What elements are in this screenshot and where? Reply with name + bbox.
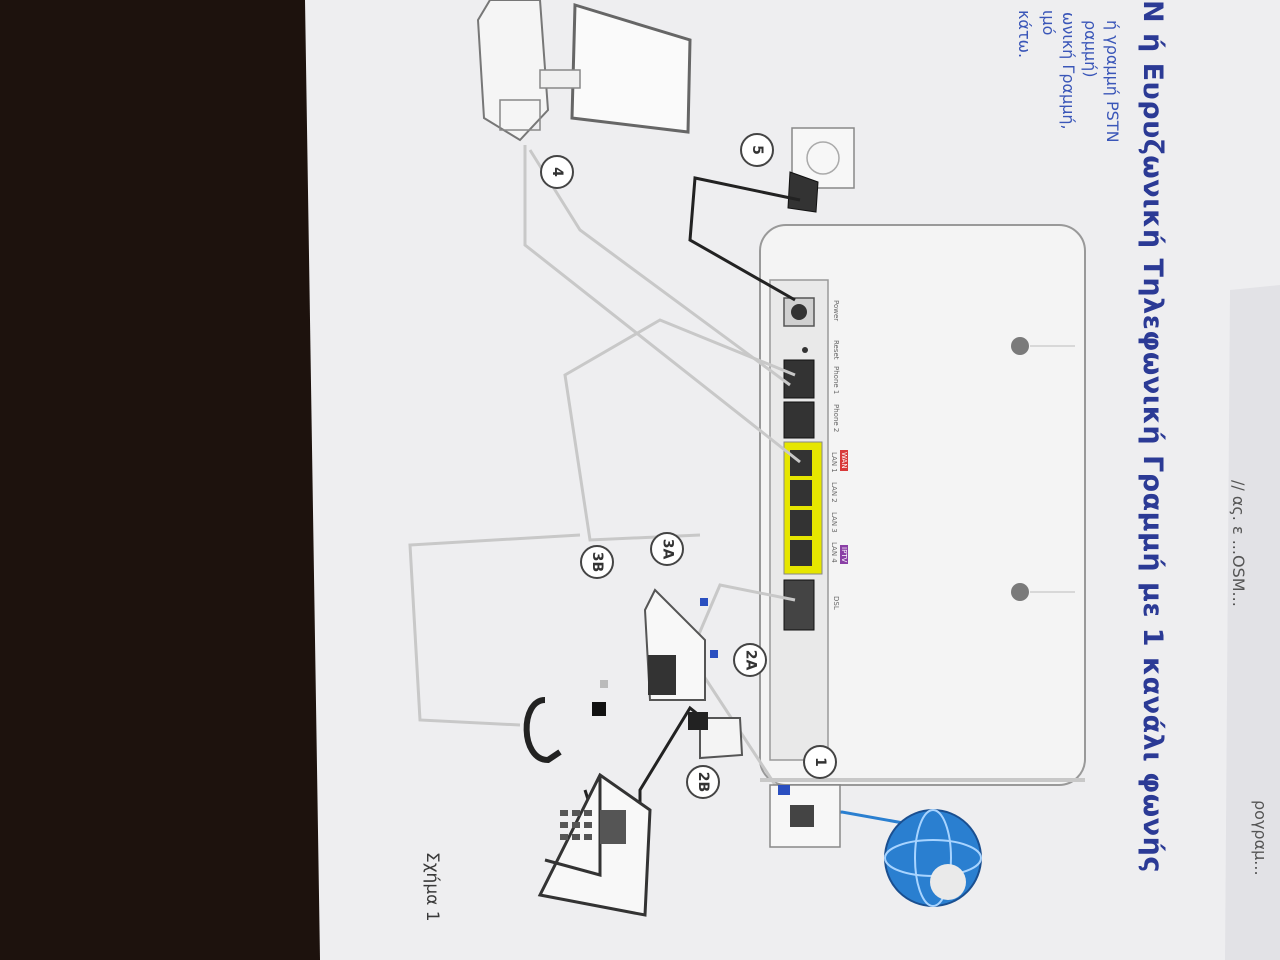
step-2b-marker: 2B	[686, 765, 720, 799]
port-label-wan: WAN	[840, 450, 848, 471]
computer-tower	[476, 0, 550, 142]
page-edge-shadow	[1225, 285, 1280, 960]
telephone	[523, 697, 652, 917]
port-label-lan2: LAN 2	[830, 482, 838, 503]
intro-line-1: ή γραμμή PSTN	[1103, 20, 1122, 143]
port-label-reset: Reset	[832, 340, 840, 360]
port-label-phone1: Phone 1	[832, 366, 840, 395]
router	[759, 224, 1086, 786]
intro-line-3: ωνική Γραμμή,	[1059, 12, 1078, 130]
figure-caption: Σχήμα 1	[422, 852, 442, 922]
page-title: N ή Ευρυζωνική Τηλεφωνική Γραμμή με 1 κα…	[1137, 0, 1168, 873]
port-label-iptv: IPTV	[840, 545, 848, 565]
splitter	[592, 588, 718, 716]
port-label-lan1: LAN 1	[830, 452, 838, 473]
side-note-1: ρογραμ...	[1251, 800, 1270, 876]
intro-line-2: ραμμή)	[1081, 20, 1100, 78]
port-label-lan3: LAN 3	[830, 512, 838, 533]
side-note-2: // ας. ε ...ΟSΜ...	[1229, 480, 1248, 607]
step-3b-marker: 3B	[580, 545, 614, 579]
port-label-phone2: Phone 2	[832, 404, 840, 433]
port-label-dsl: DSL	[832, 596, 840, 610]
step-2a-marker: 2A	[733, 643, 767, 677]
microfilter	[688, 712, 744, 760]
port-label-power: Power	[832, 300, 840, 322]
wall-jack	[769, 784, 841, 848]
internet-globe	[884, 809, 982, 907]
step-3a-marker: 3A	[650, 532, 684, 566]
power-outlet	[787, 127, 855, 213]
intro-line-4: ιμό	[1039, 10, 1058, 36]
step-1-marker: 1	[803, 745, 837, 779]
port-label-lan4: LAN 4	[830, 542, 838, 563]
intro-line-5: κάτω.	[1015, 10, 1034, 59]
step-4-marker: 4	[540, 155, 574, 189]
step-5-marker: 5	[740, 133, 774, 167]
monitor	[539, 2, 692, 134]
